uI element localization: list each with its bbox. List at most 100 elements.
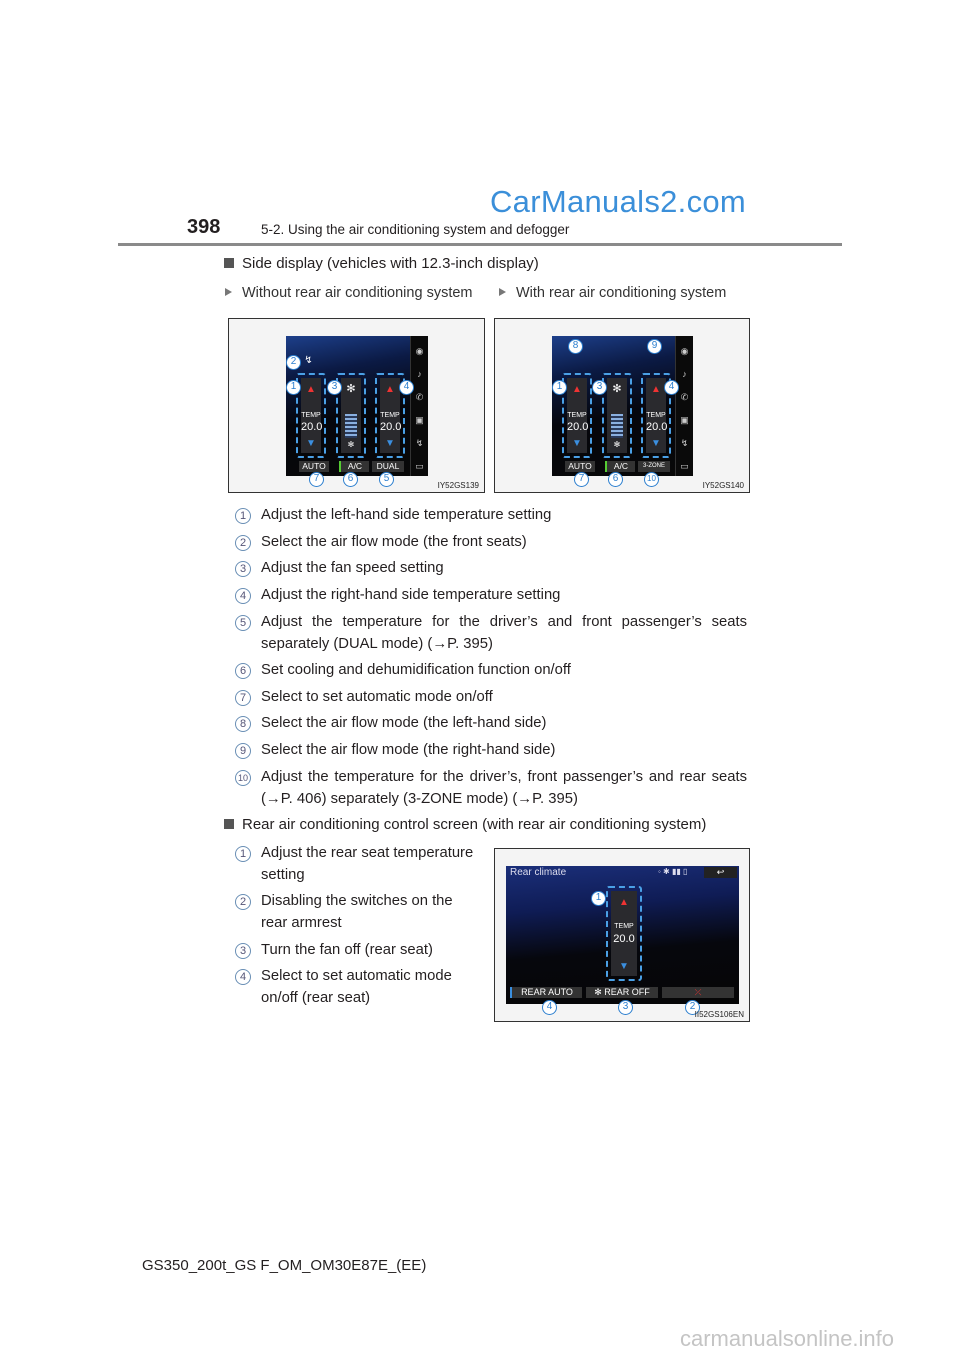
callout: 1 xyxy=(286,380,301,395)
ac-button: A/C xyxy=(605,461,635,472)
up-arrow-icon: ▲ xyxy=(572,384,582,395)
item-text: Adjust the fan speed setting xyxy=(261,560,444,576)
callout: 8 xyxy=(568,339,583,354)
dual-button: DUAL xyxy=(372,461,404,472)
item-text: Adjust the temperature for the driver’s … xyxy=(261,614,747,652)
item-number: 10 xyxy=(235,770,251,786)
fan-icon: ✻ xyxy=(594,987,605,997)
page-number: 398 xyxy=(187,216,221,238)
bullet-square-icon xyxy=(224,819,234,829)
list-item: 3 Adjust the fan speed setting xyxy=(235,558,444,580)
item-text: Select the air flow mode (the right-hand… xyxy=(261,742,556,758)
item-number: 5 xyxy=(235,615,251,631)
callout: 10 xyxy=(644,472,659,487)
item-number: 6 xyxy=(235,663,251,679)
callout: 1 xyxy=(552,380,567,395)
fan-level-bars xyxy=(345,414,357,438)
down-arrow-icon: ▼ xyxy=(385,438,395,449)
auto-button: AUTO xyxy=(565,461,595,472)
footer-watermark: carmanualsonline.info xyxy=(680,1326,895,1351)
list-item: 8 Select the air flow mode (the left-hand… xyxy=(235,713,546,735)
callout: 6 xyxy=(608,472,623,487)
figure-caption: II52GS106EN xyxy=(694,1010,744,1019)
subheading-left: Without rear air conditioning system xyxy=(225,285,473,301)
right-temp-control: ▲ TEMP 20.0 ▼ xyxy=(375,373,405,458)
fan-icon: ✻ xyxy=(612,383,622,395)
up-arrow-icon: ▲ xyxy=(619,897,629,908)
item-number: 7 xyxy=(235,690,251,706)
section-heading: Side display (vehicles with 12.3-inch di… xyxy=(224,255,539,272)
item-number: 8 xyxy=(235,716,251,732)
figure-rear-climate: Rear climate ◦ ✱ ▮▮ ▯ ↩ ▲ TEMP 20.0 ▼ REAR … xyxy=(494,848,750,1022)
temp-value: 20.0 xyxy=(613,933,635,945)
heading-text: Rear air conditioning control screen (wi… xyxy=(242,816,707,833)
item-text: Turn the fan off (rear seat) xyxy=(261,942,433,958)
list-item: 10 Adjust the temperature for the driver’… xyxy=(235,767,747,810)
down-arrow-icon: ▼ xyxy=(306,438,316,449)
rear-off-label: REAR OFF xyxy=(604,987,650,997)
auto-button: AUTO xyxy=(299,461,329,472)
subheading-text: With rear air conditioning system xyxy=(516,285,727,301)
down-arrow-icon: ▼ xyxy=(619,961,629,972)
airflow-icon: ↯ xyxy=(304,355,313,366)
heading-text: Side display (vehicles with 12.3-inch di… xyxy=(242,255,539,272)
fan-icon: ✻ xyxy=(346,383,356,395)
fan-speed-control: ✻✻ xyxy=(336,373,366,458)
triangle-icon xyxy=(225,288,232,296)
callout: 3 xyxy=(327,380,342,395)
back-button: ↩ xyxy=(704,867,737,878)
item-text: Disabling the switches on the rear armre… xyxy=(261,893,453,931)
item-number: 4 xyxy=(235,588,251,604)
rear-off-button: ✻ REAR OFF xyxy=(586,987,658,998)
temp-value: 20.0 xyxy=(646,421,668,433)
callout: 4 xyxy=(664,380,679,395)
figure-caption: IY52GS139 xyxy=(437,481,479,490)
side-icon-strip: ◉♪✆▣↯▭ xyxy=(410,336,428,476)
figure-caption: IY52GS140 xyxy=(702,481,744,490)
item-text: Select to set automatic mode on/off xyxy=(261,689,493,705)
triangle-icon xyxy=(499,288,506,296)
item-number: 1 xyxy=(235,846,251,862)
callout: 2 xyxy=(286,355,301,370)
footer-code: GS350_200t_GS F_OM_OM30E87E_(EE) xyxy=(142,1257,427,1274)
up-arrow-icon: ▲ xyxy=(651,384,661,395)
callout: 6 xyxy=(343,472,358,487)
watermark: CarManuals2.com xyxy=(490,184,747,219)
item-number: 3 xyxy=(235,561,251,577)
callout: 3 xyxy=(592,380,607,395)
section-heading: Rear air conditioning control screen (wi… xyxy=(224,816,706,833)
screen-title: Rear climate xyxy=(510,867,567,878)
fan-speed-control: ✻✻ xyxy=(602,373,632,458)
callout: 1 xyxy=(591,891,606,906)
chapter-title: 5-2. Using the air conditioning system a… xyxy=(261,222,570,237)
temp-value: 20.0 xyxy=(380,421,402,433)
item-text: Adjust the temperature for the driver’s,… xyxy=(261,769,747,807)
fan-small-icon: ✻ xyxy=(347,440,355,449)
subheading-text: Without rear air conditioning system xyxy=(242,285,473,301)
item-number: 9 xyxy=(235,743,251,759)
side-icon-strip: ◉♪✆▣↯▭ xyxy=(675,336,693,476)
item-text: Adjust the left-hand side temperature se… xyxy=(261,507,552,523)
bullet-square-icon xyxy=(224,258,234,268)
temp-label: TEMP xyxy=(614,923,634,930)
up-arrow-icon: ▲ xyxy=(385,384,395,395)
status-icons: ◦ ✱ ▮▮ ▯ xyxy=(658,867,688,876)
item-number: 3 xyxy=(235,943,251,959)
callout: 5 xyxy=(379,472,394,487)
item-text: Select the air flow mode (the left-hand … xyxy=(261,715,547,731)
temp-label: TEMP xyxy=(301,412,321,419)
list-item: 7 Select to set automatic mode on/off xyxy=(235,687,493,709)
temp-label: TEMP xyxy=(380,412,400,419)
